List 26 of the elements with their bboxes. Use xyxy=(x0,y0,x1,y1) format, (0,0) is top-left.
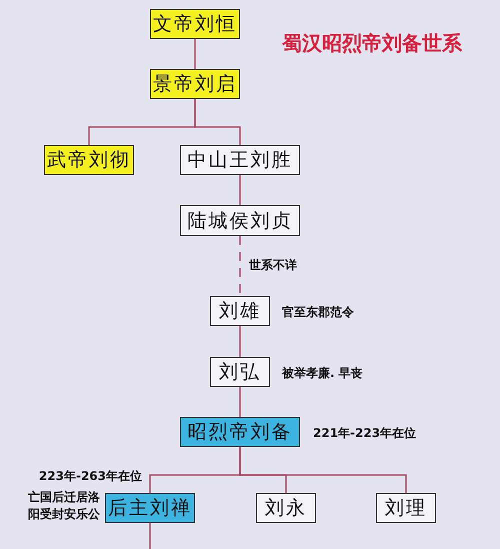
note-text: 被举孝廉. 早丧 xyxy=(282,365,363,382)
name-box: 中山王刘胜 xyxy=(180,145,300,175)
name-box: 后主刘禅 xyxy=(105,493,195,523)
note-text: 亡国后迁居洛阳受封安乐公 xyxy=(27,489,100,523)
name-box: 武帝刘彻 xyxy=(44,145,134,175)
note-text: 221年-223年在位 xyxy=(313,425,416,442)
name-box: 刘弘 xyxy=(210,357,270,387)
name-box: 陆城侯刘贞 xyxy=(180,205,300,236)
edge-label: 世系不详 xyxy=(247,257,299,274)
name-box: 昭烈帝刘备 xyxy=(180,417,300,447)
connector-line xyxy=(194,99,241,145)
name-box: 刘永 xyxy=(256,493,316,523)
connector-line xyxy=(149,523,151,549)
connector-line xyxy=(239,387,241,417)
connector-line xyxy=(239,447,407,493)
chart-title: 蜀汉昭烈帝刘备世系 xyxy=(282,30,462,57)
note-text: 223年-263年在位 xyxy=(38,468,142,485)
name-box: 景帝刘启 xyxy=(150,69,240,99)
connector-line xyxy=(194,39,196,69)
name-box: 文帝刘恒 xyxy=(150,9,240,39)
name-box: 刘雄 xyxy=(210,296,270,326)
note-text: 官至东郡范令 xyxy=(282,304,354,321)
connector-line xyxy=(239,326,241,357)
connector-line xyxy=(239,175,241,205)
name-box: 刘理 xyxy=(376,493,436,523)
dashed-line xyxy=(239,236,241,296)
